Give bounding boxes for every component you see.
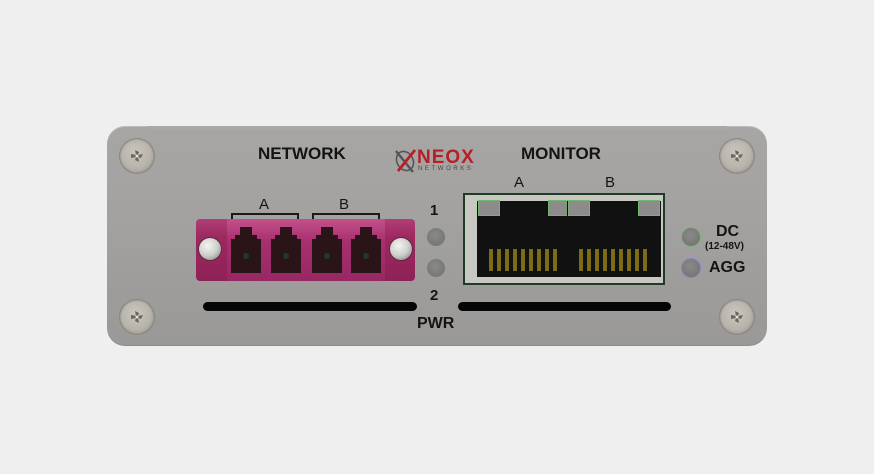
network-a-fiber-port-1[interactable] <box>231 227 261 273</box>
neox-logo-icon <box>395 149 417 173</box>
connector-screw-left-icon <box>199 238 221 260</box>
dc-label: DC <box>716 223 740 240</box>
network-port-a-label: A <box>259 196 270 213</box>
screw-icon <box>120 139 154 173</box>
lc-connector-body <box>227 219 385 281</box>
port-a-led-left <box>479 201 499 215</box>
network-port-a-bracket <box>231 213 299 222</box>
pwr-led-1 <box>427 228 445 246</box>
monitor-port-a-label: A <box>514 174 525 191</box>
port-b-led-right <box>639 201 659 215</box>
network-port-b-label: B <box>339 196 350 213</box>
screw-icon <box>120 300 154 334</box>
pwr-led-2-label: 2 <box>430 287 439 304</box>
pwr-led-1-label: 1 <box>430 202 439 219</box>
screw-icon <box>720 139 754 173</box>
port-a-led-right <box>549 201 569 215</box>
monitor-port-b[interactable] <box>567 201 661 277</box>
port-b-pins <box>579 249 649 271</box>
brand-subtitle: NETWORKS <box>418 166 474 172</box>
port-b-led-left <box>569 201 589 215</box>
pwr-led-2 <box>427 259 445 277</box>
pwr-label: PWR <box>417 315 455 332</box>
network-port-b-bracket <box>312 213 380 222</box>
network-slot <box>203 302 417 311</box>
brand-name: NEOX <box>417 147 475 168</box>
dc-voltage-range: (12-48V) <box>705 241 744 252</box>
monitor-port-a[interactable] <box>477 201 571 277</box>
network-b-fiber-port-2[interactable] <box>351 227 381 273</box>
network-lc-connector <box>196 219 415 281</box>
dc-led <box>682 228 700 246</box>
network-b-fiber-port-1[interactable] <box>312 227 342 273</box>
monitor-rj45-housing <box>463 193 665 285</box>
monitor-section-label: MONITOR <box>521 144 601 163</box>
panel-top-flange <box>147 126 727 134</box>
connector-screw-right-icon <box>390 238 412 260</box>
port-a-pins <box>489 249 559 271</box>
agg-label: AGG <box>709 259 746 276</box>
monitor-slot <box>458 302 671 311</box>
agg-led <box>682 259 700 277</box>
brand-logo: NEOX NETWORKS <box>393 144 488 178</box>
screw-icon <box>720 300 754 334</box>
monitor-port-b-label: B <box>605 174 616 191</box>
network-section-label: NETWORK <box>258 144 346 163</box>
network-a-fiber-port-2[interactable] <box>271 227 301 273</box>
